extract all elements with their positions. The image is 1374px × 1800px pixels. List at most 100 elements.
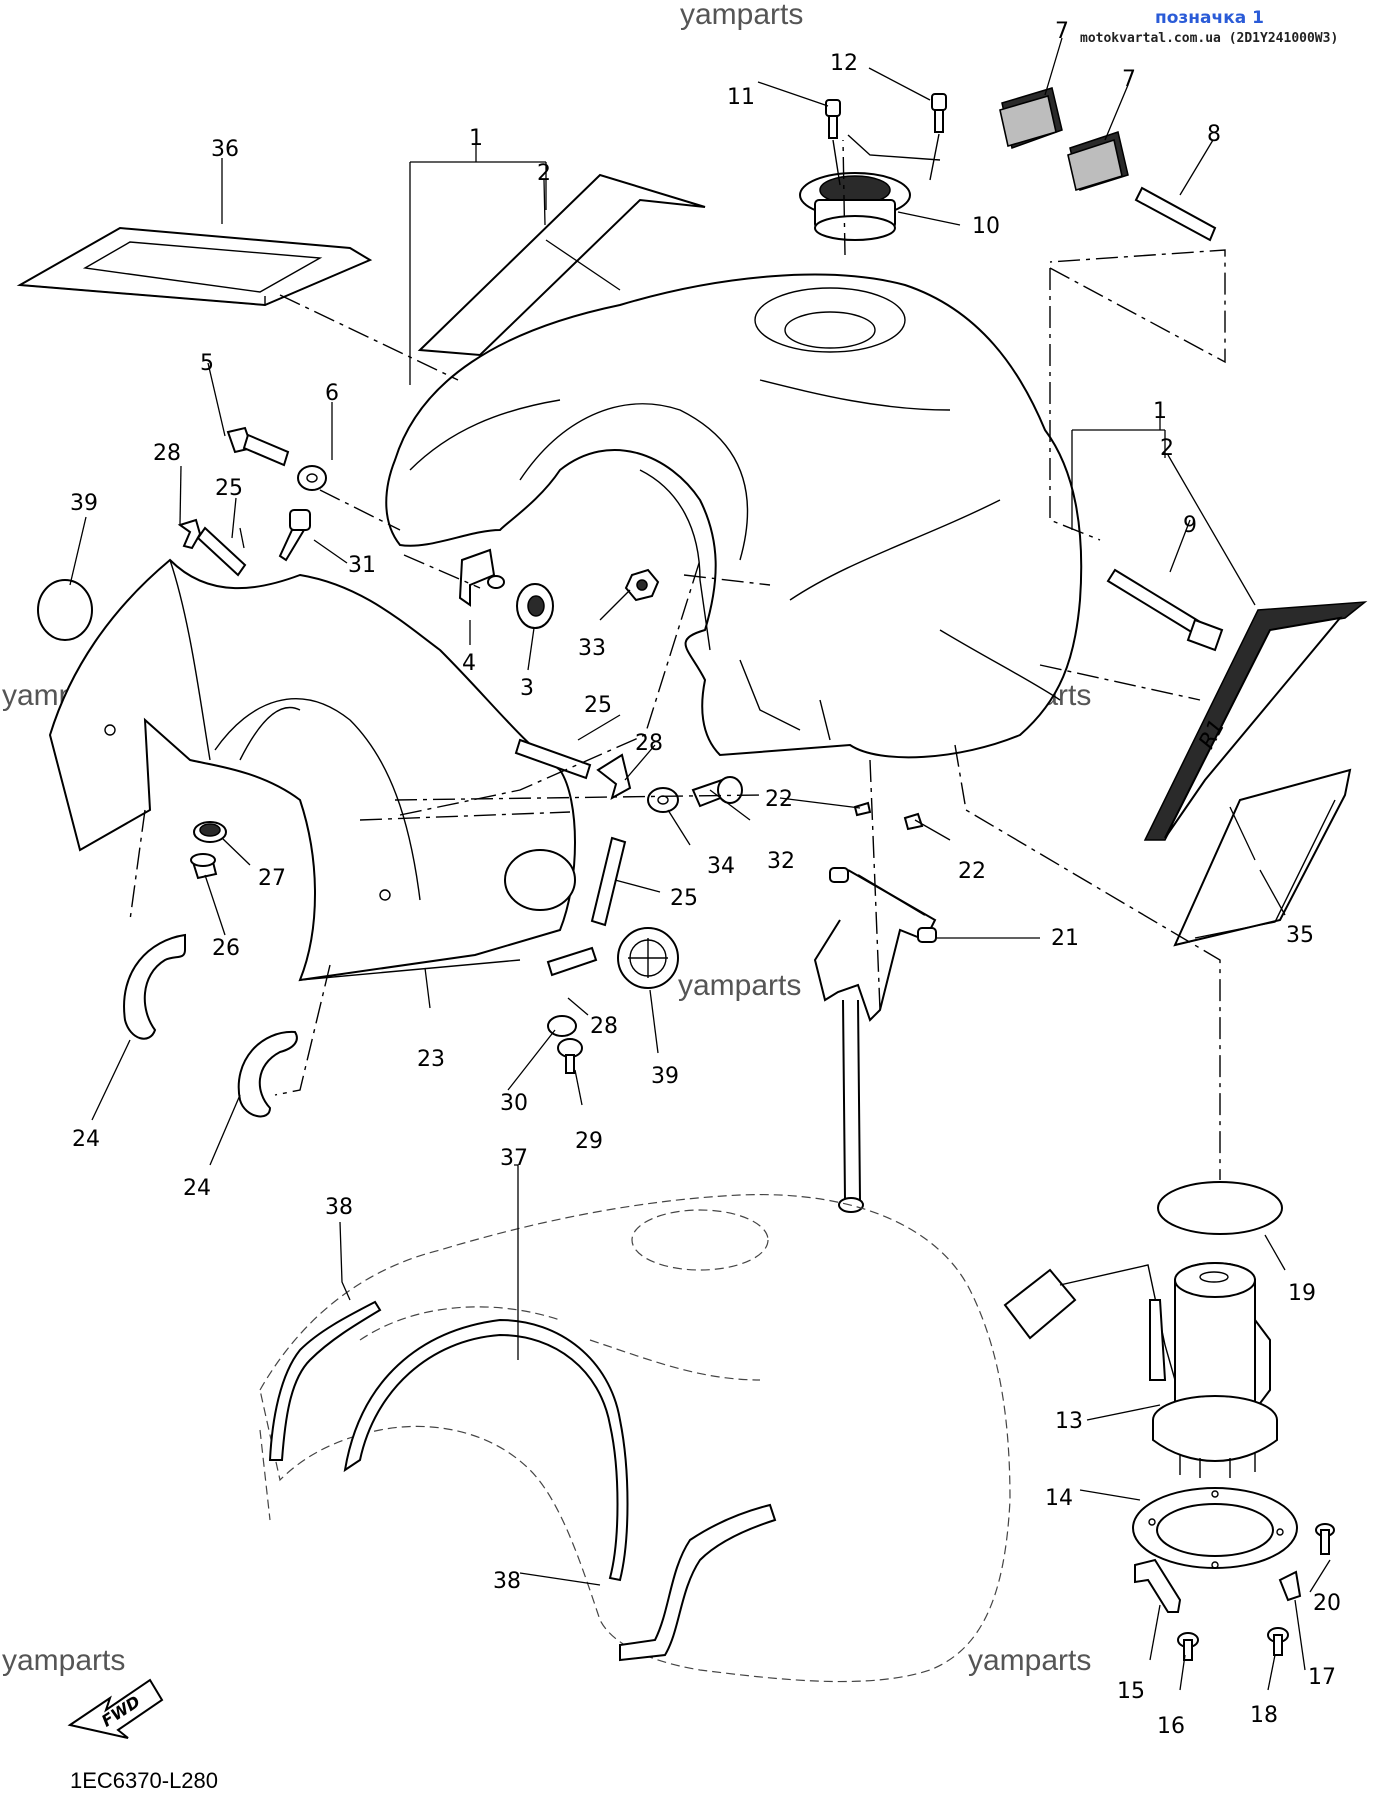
part-6-washer [297, 465, 327, 491]
part-33-nut [624, 568, 660, 602]
callout-25: 25 [670, 886, 698, 911]
callout-25: 25 [584, 693, 612, 718]
diagram-code: 1EC6370-L280 [70, 1768, 218, 1793]
part-39-seal [37, 579, 93, 641]
part-19-o-ring [1157, 1181, 1283, 1235]
callout-1: 1 [1153, 399, 1167, 424]
callout-10: 10 [972, 214, 1000, 239]
callout-19: 19 [1288, 1281, 1316, 1306]
callout-22: 22 [958, 859, 986, 884]
leader-lines [69, 37, 1331, 1691]
part-7-damper [1067, 131, 1129, 192]
callout-17: 17 [1308, 1665, 1336, 1690]
part-25-strip [196, 526, 247, 577]
ghost-tank [259, 1193, 1011, 1683]
callout-28: 28 [590, 1014, 618, 1039]
part-22-clip [853, 801, 872, 817]
part-34-washer [647, 787, 679, 813]
part-35-pad [1173, 768, 1352, 947]
callout-7: 7 [1055, 19, 1069, 44]
part-17-clip [1278, 1570, 1302, 1602]
part-24-seal [237, 1030, 298, 1118]
callout-16: 16 [1157, 1714, 1185, 1739]
callout-14: 14 [1045, 1486, 1073, 1511]
part-16-bolt [1177, 1632, 1199, 1661]
part-4-bracket [458, 548, 505, 607]
part-8-pin [1134, 186, 1217, 242]
watermark: yamparts [680, 0, 803, 31]
callout-5: 5 [200, 351, 214, 376]
callout-30: 30 [500, 1091, 528, 1116]
part-38-seal [619, 1503, 777, 1662]
part-24-seal [123, 933, 186, 1040]
callout-34: 34 [707, 854, 735, 879]
part-3-collar [516, 583, 554, 629]
callout-25: 25 [215, 476, 243, 501]
callout-3: 3 [520, 676, 534, 701]
part-25-strip [590, 836, 627, 927]
part-29-screw [557, 1038, 583, 1074]
part-2-decal: R1 [1143, 601, 1368, 841]
part-5-bolt [226, 426, 290, 467]
stamp-subtitle: motokvartal.com.ua (2D1Y241000W3) [1080, 31, 1338, 46]
callout-2: 2 [537, 161, 551, 186]
part-36-cover [16, 226, 373, 307]
callout-36: 36 [211, 137, 239, 162]
part-37-seal [343, 1318, 629, 1582]
callout-13: 13 [1055, 1409, 1083, 1434]
part-25-strip [514, 738, 592, 780]
callout-24: 24 [72, 1127, 100, 1152]
part-23-side-cover [48, 558, 576, 982]
callout-21: 21 [1051, 926, 1079, 951]
part-7-damper [999, 87, 1063, 149]
watermark: yamparts [2, 1644, 125, 1677]
callout-7: 7 [1122, 67, 1136, 92]
part-9-bolt [1106, 568, 1224, 652]
part-2-trim [417, 173, 706, 357]
callout-24: 24 [183, 1176, 211, 1201]
part-26-collar [190, 853, 218, 880]
callout-38: 38 [325, 1195, 353, 1220]
part-32-bolt [691, 776, 743, 808]
callout-33: 33 [578, 636, 606, 661]
callout-2: 2 [1160, 436, 1174, 461]
stamp-title: позначка 1 [1155, 8, 1264, 28]
part-28-clip [177, 518, 202, 550]
fwd-arrow-icon: FWD [67, 1678, 164, 1739]
callout-28: 28 [153, 441, 181, 466]
part-13-fuel-pump [1003, 1262, 1278, 1478]
callout-38: 38 [493, 1569, 521, 1594]
callout-32: 32 [767, 849, 795, 874]
part-20-bolt [1315, 1523, 1335, 1555]
callout-37: 37 [500, 1146, 528, 1171]
callout-29: 29 [575, 1129, 603, 1154]
callout-4: 4 [462, 651, 476, 676]
part-28-clip [596, 753, 632, 801]
part-28-clip [546, 946, 598, 977]
callout-39: 39 [70, 491, 98, 516]
callout-18: 18 [1250, 1703, 1278, 1728]
fuel-tank [385, 273, 1083, 759]
callout-27: 27 [258, 866, 286, 891]
part-15-clamp [1134, 1558, 1182, 1613]
part-38-seal [268, 1300, 382, 1461]
assembly-lines [129, 139, 1226, 1180]
callout-39: 39 [651, 1064, 679, 1089]
part-31-bolt [278, 509, 311, 562]
watermark: yamparts [678, 969, 801, 1002]
callout-11: 11 [727, 85, 755, 110]
callout-labels: 1 2 1 2 3 4 5 6 7 7 8 9 10 11 12 13 14 1… [70, 19, 1341, 1739]
part-27-grommet [193, 821, 227, 843]
part-21-hose [813, 867, 937, 1213]
callout-31: 31 [348, 553, 376, 578]
part-10-fuel-cap [799, 172, 911, 241]
part-11-screw [825, 99, 841, 139]
callout-22: 22 [765, 787, 793, 812]
part-22-clip [903, 812, 924, 831]
callout-9: 9 [1183, 513, 1197, 538]
part-12-screw [931, 93, 947, 133]
part-18-bolt [1267, 1627, 1289, 1656]
callout-26: 26 [212, 936, 240, 961]
callout-8: 8 [1207, 122, 1221, 147]
